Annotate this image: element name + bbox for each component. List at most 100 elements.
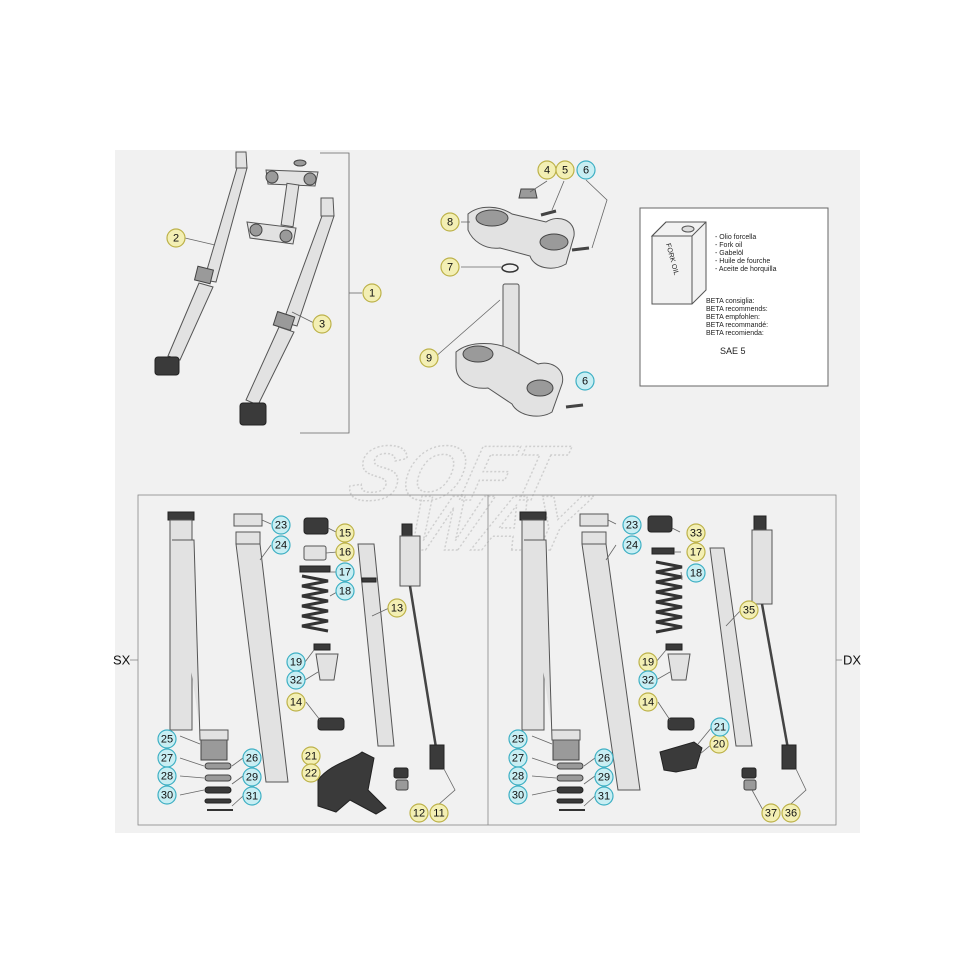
callout-circle: [594, 786, 614, 806]
callout-r24: 24: [622, 535, 642, 555]
callout-r32: 32: [638, 670, 658, 690]
callout-r23: 23: [622, 515, 642, 535]
callout-l11: 11: [429, 803, 449, 823]
callout-number: 31: [246, 791, 258, 803]
callout-r20: 20: [709, 734, 729, 754]
callout-circle: [301, 763, 321, 783]
recommend-de: BETA empfohlen:: [706, 314, 760, 321]
callout-l13: 13: [387, 598, 407, 618]
callout-r14: 14: [638, 692, 658, 712]
callout-r25: 25: [508, 729, 528, 749]
callout-l21: 21: [301, 746, 321, 766]
callout-number: 21: [305, 751, 317, 763]
right-leg-exploded: [519, 511, 807, 813]
callout-circle: [157, 729, 177, 749]
callout-circle: [575, 371, 595, 391]
recommend-fr: BETA recommandé:: [706, 322, 768, 329]
callout-r36: 36: [781, 803, 801, 823]
callout-number: 25: [512, 734, 524, 746]
callout-circle: [335, 581, 355, 601]
callout-l22: 22: [301, 763, 321, 783]
callout-circle: [508, 766, 528, 786]
recommend-it: BETA consiglia:: [706, 298, 755, 305]
callout-c6b: 6: [575, 371, 595, 391]
callout-number: 1: [369, 288, 375, 300]
callout-number: 27: [161, 753, 173, 765]
callout-l25: 25: [157, 729, 177, 749]
callout-r31: 31: [594, 786, 614, 806]
callout-number: 14: [642, 697, 654, 709]
oil-grade: SAE 5: [720, 346, 746, 356]
callout-circle: [440, 257, 460, 277]
callout-number: 5: [562, 165, 568, 177]
callout-circle: [286, 692, 306, 712]
callout-c7: 7: [440, 257, 460, 277]
callout-r33: 33: [686, 523, 706, 543]
recommend-es: BETA recomienda:: [706, 330, 764, 337]
callout-number: 36: [785, 808, 797, 820]
callout-r37: 37: [761, 803, 781, 823]
callout-number: 32: [290, 675, 302, 687]
callout-r18: 18: [686, 563, 706, 583]
callout-c1: 1: [362, 283, 382, 303]
callout-number: 33: [690, 528, 702, 540]
watermark-line2: WAY: [399, 479, 599, 567]
callout-l14: 14: [286, 692, 306, 712]
callout-c6a: 6: [576, 160, 596, 180]
callout-number: 3: [319, 319, 325, 331]
callout-number: 21: [714, 722, 726, 734]
callout-l26: 26: [242, 748, 262, 768]
right-fork-leg: [239, 197, 335, 426]
callout-number: 13: [391, 603, 403, 615]
callout-c5: 5: [555, 160, 575, 180]
callout-number: 7: [447, 262, 453, 274]
callout-circle: [594, 748, 614, 768]
callout-l23: 23: [271, 515, 291, 535]
callout-c9: 9: [419, 348, 439, 368]
callout-circle: [761, 803, 781, 823]
oil-lang-fr: - Huile de fourche: [715, 258, 770, 265]
callout-circle: [440, 212, 460, 232]
callout-circle: [419, 348, 439, 368]
callout-number: 17: [339, 567, 351, 579]
callout-number: 4: [544, 165, 550, 177]
oil-lang-it: - Olio forcella: [715, 234, 756, 241]
callout-l28: 28: [157, 766, 177, 786]
callout-number: 23: [626, 520, 638, 532]
callout-circle: [739, 600, 759, 620]
callout-number: 19: [290, 657, 302, 669]
callout-circle: [335, 562, 355, 582]
triple-clamp-exploded: [433, 179, 608, 417]
callout-number: 15: [339, 528, 351, 540]
exploded-legs-frame: SX DX: [113, 494, 861, 826]
callout-number: 28: [161, 771, 173, 783]
callout-c8: 8: [440, 212, 460, 232]
callout-number: 23: [275, 520, 287, 532]
callout-circle: [286, 670, 306, 690]
fork-foot-left: [317, 751, 387, 815]
callout-circle: [638, 692, 658, 712]
left-leg-exploded: [167, 511, 456, 815]
callout-circle: [686, 542, 706, 562]
callout-number: 24: [626, 540, 638, 552]
triple-clamp-assembled: [246, 159, 319, 245]
callout-number: 37: [765, 808, 777, 820]
callout-circle: [312, 314, 332, 334]
callout-circle: [594, 767, 614, 787]
callout-circle: [555, 160, 575, 180]
callout-number: 18: [690, 568, 702, 580]
callout-number: 17: [690, 547, 702, 559]
callout-number: 30: [512, 790, 524, 802]
steering-nut: [518, 188, 538, 199]
callout-r26: 26: [594, 748, 614, 768]
callout-circle: [508, 785, 528, 805]
callout-r27: 27: [508, 748, 528, 768]
callout-c3: 3: [312, 314, 332, 334]
callout-circle: [409, 803, 429, 823]
callout-number: 8: [447, 217, 453, 229]
watermark-line1: SOFT: [341, 429, 576, 517]
callout-number: 6: [582, 376, 588, 388]
callout-l12: 12: [409, 803, 429, 823]
